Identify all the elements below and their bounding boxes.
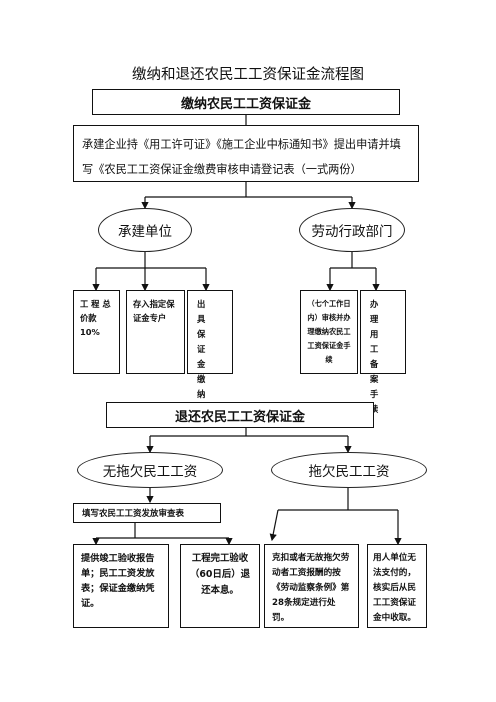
refund-header: 退还农民工工资保证金 [106, 402, 374, 428]
provide-docs-box: 提供竣工验收报告单；民工工资发放表；保证金缴纳凭证。 [73, 544, 169, 628]
labor-dept-ellipse: 劳动行政部门 [299, 208, 405, 252]
total-price-box: 工 程 总 价款10% [73, 290, 120, 374]
cert-box: 出具保证金缴纳凭证 [187, 290, 233, 429]
page-title: 缴纳和退还农民工工资保证金流程图 [132, 67, 364, 83]
employer-box: 用人单位无法支付的，核实后从民工工资保证金中收取。 [367, 544, 427, 628]
process-days-box: （七个工作日内）审核并办理缴纳农民工工资保证金手续 [300, 290, 358, 374]
deduct-box: 克扣或者无故拖欠劳动者工资报酬的按《劳动监察条例》第28条规定进行处罚。 [264, 544, 359, 628]
apply-line-1: 承建企业持《用工许可证》《施工企业中标通知书》提出申请并填 [82, 138, 401, 151]
deposit-box: 存入指定保证金专户 [126, 290, 185, 374]
apply-box: 承建企业持《用工许可证》《施工企业中标通知书》提出申请并填 写《农民工工资保证金… [73, 125, 419, 182]
unit-ellipse: 承建单位 [98, 208, 192, 252]
refund-interest-box: 工程完工验收（60日后）退还本息。 [180, 544, 260, 628]
no-arrears-ellipse: 无拖欠民工工资 [77, 452, 223, 488]
register-box: 办理用工备案手续 [360, 290, 406, 414]
arrears-ellipse: 拖欠民工工资 [271, 452, 427, 488]
pay-header: 缴纳农民工工资保证金 [92, 89, 400, 115]
apply-line-2: 写《农民工工资保证金缴费审核申请登记表（一式两份） [82, 163, 362, 176]
fill-form-bar: 填写农民工工资发放审查表 [73, 503, 221, 523]
